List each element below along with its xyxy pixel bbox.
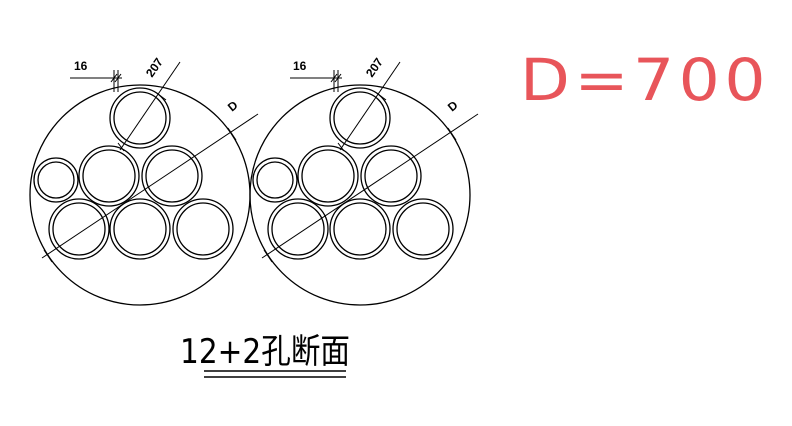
outer-diameter-label: D bbox=[445, 98, 461, 115]
section-2 bbox=[249, 61, 479, 306]
pipe-small-left bbox=[33, 157, 79, 203]
pipe-row3-b bbox=[109, 198, 171, 260]
pipe-diameter-label: 207 bbox=[143, 55, 166, 80]
gap-dimension bbox=[70, 70, 122, 92]
gap-dimension bbox=[290, 70, 342, 92]
outer-casing-circle bbox=[249, 84, 471, 306]
pipe-row3-b bbox=[329, 198, 391, 260]
pipe-row3-a bbox=[48, 198, 110, 260]
pipe-top bbox=[329, 87, 391, 149]
pipe-row2-a bbox=[297, 145, 359, 207]
outer-diameter-dimension bbox=[41, 113, 259, 263]
handwritten-note: D=700 bbox=[520, 46, 770, 114]
outer-diameter-dimension bbox=[261, 113, 479, 263]
pipe-diameter-dimension bbox=[337, 61, 401, 152]
pipe-row3-c bbox=[172, 198, 234, 260]
outer-diameter-label: D bbox=[225, 98, 241, 115]
pipe-diameter-label: 207 bbox=[363, 55, 386, 80]
pipe-diameter-dimension bbox=[117, 61, 181, 152]
pipe-small-left bbox=[252, 157, 298, 203]
pipe-row3-a bbox=[267, 198, 329, 260]
pipe-row2-b bbox=[141, 145, 203, 207]
outer-casing-circle bbox=[29, 84, 251, 306]
pipe-row2-b bbox=[360, 145, 422, 207]
gap-label: 16 bbox=[74, 59, 88, 73]
pipe-row2-a bbox=[78, 145, 140, 207]
pipe-top bbox=[109, 87, 171, 149]
section-1 bbox=[29, 61, 259, 306]
title-double-underline bbox=[204, 370, 346, 378]
drawing-title: 12+2孔断面 bbox=[180, 332, 350, 372]
gap-label: 16 bbox=[293, 59, 307, 73]
pipe-row3-c bbox=[392, 198, 454, 260]
